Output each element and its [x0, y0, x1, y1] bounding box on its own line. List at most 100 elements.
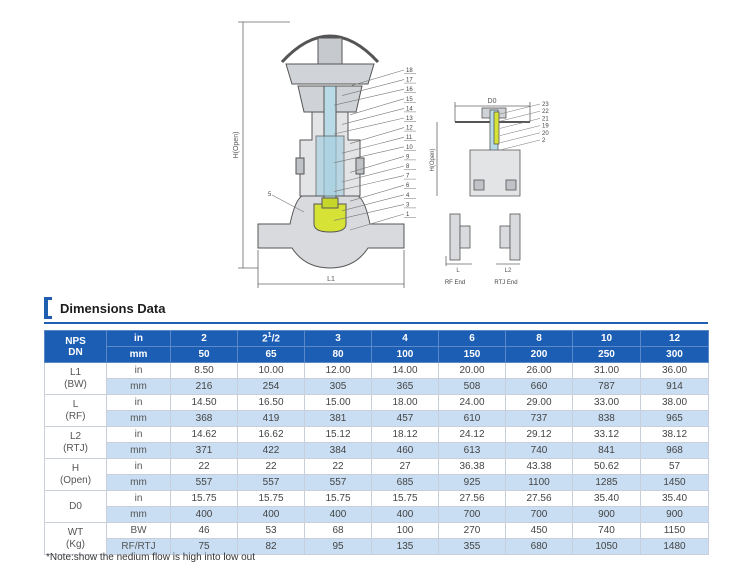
table-cell: 787: [572, 378, 641, 395]
dimension-d0-label: D0: [488, 98, 497, 105]
header-dn: DN: [68, 346, 83, 358]
rf-dimension-l: L: [456, 268, 460, 274]
table-cell: 82: [237, 538, 305, 555]
table-cell: 8.50: [170, 362, 238, 379]
table-cell: 685: [371, 474, 439, 491]
table-cell: 508: [438, 378, 506, 395]
dimension-h-label: H(Open): [233, 132, 240, 159]
header-unit-in: in: [106, 330, 171, 347]
table-cell: 384: [304, 442, 372, 459]
table-cell: 75: [170, 538, 238, 555]
section-heading: Dimensions Data: [44, 296, 165, 320]
heading-bracket: [44, 297, 52, 319]
table-cell: 740: [572, 522, 641, 539]
table-cell: 660: [505, 378, 573, 395]
row-group-qualifier: (Open): [59, 474, 92, 486]
rf-end-detail: [445, 213, 472, 266]
table-cell: 422: [237, 442, 305, 459]
table-cell: 610: [438, 410, 506, 427]
rf-end-caption: RF End: [445, 280, 465, 286]
table-cell: 965: [640, 410, 709, 427]
table-cell: 16.62: [237, 426, 305, 443]
row-group-label: L(RF): [44, 394, 107, 427]
table-cell: 700: [438, 506, 506, 523]
header-size-in: 8: [505, 330, 573, 347]
table-cell: 841: [572, 442, 641, 459]
table-cell: 838: [572, 410, 641, 427]
callout-number: 12: [406, 126, 413, 132]
row-unit: in: [106, 426, 171, 443]
callout-leader: [333, 146, 405, 164]
callout-number: 21: [542, 116, 549, 122]
row-group-qualifier: (RTJ): [63, 442, 88, 454]
callout-leader: [341, 79, 405, 96]
table-cell: 355: [438, 538, 506, 555]
table-cell: 914: [640, 378, 709, 395]
table-cell: 419: [237, 410, 305, 427]
row-unit: mm: [106, 442, 171, 459]
row-unit: mm: [106, 474, 171, 491]
row-group-name: H: [71, 462, 80, 474]
header-size-in: 4: [371, 330, 439, 347]
table-cell: 33.00: [572, 394, 641, 411]
table-cell: 613: [438, 442, 506, 459]
table-cell: 27: [371, 458, 439, 475]
table-cell: 35.40: [572, 490, 641, 507]
callout-leader: [333, 88, 405, 106]
callout-leader: [349, 69, 405, 87]
table-cell: 400: [371, 506, 439, 523]
table-cell: 400: [237, 506, 305, 523]
callout-number: 14: [406, 106, 413, 112]
table-cell: 15.75: [170, 490, 238, 507]
dimension-d0: [436, 102, 531, 196]
table-cell: 900: [572, 506, 641, 523]
callout-leader: [349, 98, 405, 116]
table-cell: 57: [640, 458, 709, 475]
rtj-dimension-l2: L2: [505, 268, 512, 274]
rtj-end-caption: RTJ End: [494, 280, 517, 286]
table-cell: 15.75: [237, 490, 305, 507]
table-cell: 1050: [572, 538, 641, 555]
table-cell: 135: [371, 538, 439, 555]
table-cell: 737: [505, 410, 573, 427]
table-cell: 400: [170, 506, 238, 523]
table-cell: 1100: [505, 474, 573, 491]
callout-leader: [341, 194, 405, 212]
table-cell: 365: [371, 378, 439, 395]
dimensions-table: NPS DN in 2 21/2 3 4 6 8 10 12 mm 50 65 …: [44, 330, 709, 555]
header-size-in: 3: [304, 330, 372, 347]
callout-leader: [349, 213, 405, 231]
table-cell: 1480: [640, 538, 709, 555]
table-cell: 16.50: [237, 394, 305, 411]
row-group-name: L2: [69, 430, 82, 442]
callout-leader: [341, 136, 405, 154]
header-size-mm: 200: [505, 346, 573, 363]
table-cell: 43.38: [505, 458, 573, 475]
table-cell: 740: [505, 442, 573, 459]
header-row-mm: mm 50 65 80 100 150 200 250 300: [45, 346, 709, 363]
callout-number: 15: [406, 97, 413, 103]
table-cell: 450: [505, 522, 573, 539]
table-cell: 38.00: [640, 394, 709, 411]
row-unit: in: [106, 490, 171, 507]
row-group-label: H(Open): [44, 458, 107, 491]
small-valve-section: [455, 107, 530, 197]
table-cell: 216: [170, 378, 238, 395]
callout-leader: [333, 204, 405, 221]
table-cell: 22: [304, 458, 372, 475]
callout-number: 4: [406, 193, 410, 199]
table-cell: 22: [237, 458, 305, 475]
callout-5: 5: [268, 192, 272, 198]
row-unit: BW: [106, 522, 171, 539]
table-header: NPS DN in 2 21/2 3 4 6 8 10 12 mm 50 65 …: [44, 330, 709, 363]
table-cell: 26.00: [505, 362, 573, 379]
